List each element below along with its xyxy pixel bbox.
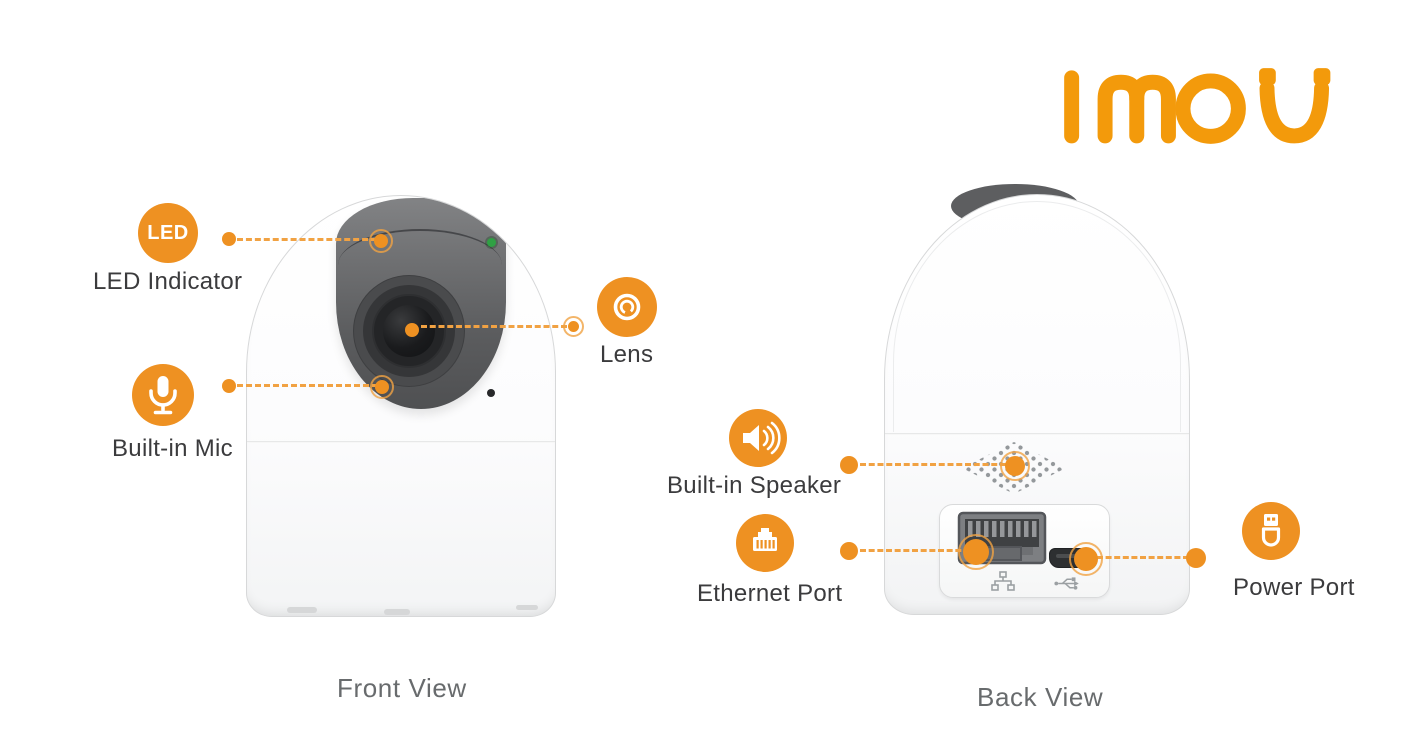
speaker-callout-line <box>860 463 1006 466</box>
led-badge-text: LED <box>147 221 189 244</box>
lens-line-dot <box>563 316 584 337</box>
microphone-hole <box>487 389 495 397</box>
status-led-light <box>487 238 496 247</box>
ethernet-line-dot <box>840 542 858 560</box>
ethernet-port-icon <box>736 514 794 572</box>
mic-line-dot <box>222 379 236 393</box>
usb-symbol-icon <box>1054 577 1079 590</box>
front-camera-body <box>246 195 556 617</box>
led-marker <box>369 229 393 253</box>
power-line-dot <box>1186 548 1206 568</box>
camera-foot <box>384 609 410 615</box>
lens-callout-line <box>421 325 567 328</box>
lens-label: Lens <box>600 341 654 368</box>
back-body-seam <box>885 433 1189 435</box>
speaker-icon <box>729 409 787 467</box>
power-port-label: Power Port <box>1233 574 1355 601</box>
led-line-dot <box>222 232 236 246</box>
lens-ring-inner <box>372 294 446 368</box>
face-panel-seam <box>338 229 502 265</box>
built-in-mic-label: Built-in Mic <box>112 435 233 462</box>
ethernet-marker <box>958 534 994 570</box>
usb-marker <box>1069 542 1103 576</box>
led-indicator-label: LED Indicator <box>93 268 243 295</box>
power-callout-line <box>1097 556 1189 559</box>
lens-marker <box>405 323 419 337</box>
speaker-line-dot <box>840 456 858 474</box>
ethernet-callout-line <box>860 549 970 552</box>
back-view-caption: Back View <box>977 682 1104 712</box>
speaker-marker <box>1000 451 1030 481</box>
usb-plug-icon <box>1242 502 1300 560</box>
lens-icon <box>597 277 657 337</box>
front-body-seam <box>247 441 555 443</box>
imou-logo: imou <box>1045 62 1357 150</box>
led-callout-line <box>237 238 377 241</box>
front-view-caption: Front View <box>337 673 467 703</box>
built-in-speaker-label: Built-in Speaker <box>667 472 842 499</box>
ethernet-port-label: Ethernet Port <box>697 580 843 607</box>
led-badge: LED <box>138 203 198 263</box>
camera-foot <box>287 607 317 613</box>
mic-callout-line <box>237 384 378 387</box>
mic-marker <box>370 375 394 399</box>
imou-logo-icon <box>1064 68 1331 144</box>
camera-foot <box>516 605 538 610</box>
ethernet-symbol-icon <box>991 571 1015 591</box>
back-camera-body <box>884 194 1190 615</box>
microphone-icon <box>132 364 194 426</box>
